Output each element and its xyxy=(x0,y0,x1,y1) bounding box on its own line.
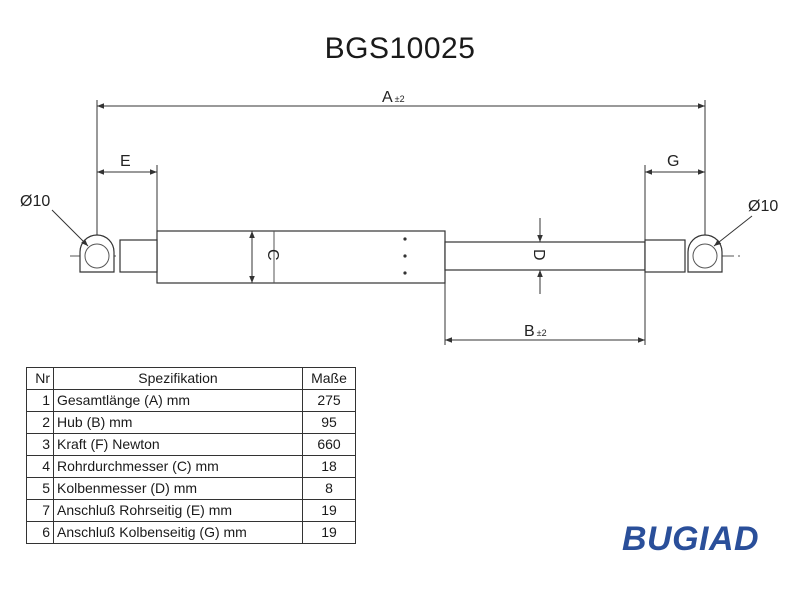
row-nr: 6 xyxy=(26,521,54,544)
tube-rivet xyxy=(403,254,407,258)
row-value: 19 xyxy=(302,521,356,544)
table-header-row: Nr Spezifikation Maße xyxy=(26,367,356,390)
row-nr: 5 xyxy=(26,477,54,500)
part-number-title: BGS10025 xyxy=(324,32,476,65)
left-ball-socket xyxy=(79,234,115,273)
dimension-label-a: A±2 xyxy=(382,89,405,106)
dimension-label-e: E xyxy=(120,153,131,170)
row-nr: 7 xyxy=(26,499,54,522)
table-row: 3 Kraft (F) Newton 660 xyxy=(26,433,356,456)
row-spec: Anschluß Kolbenseitig (G) mm xyxy=(53,521,303,544)
table-row: 1 Gesamtlänge (A) mm 275 xyxy=(26,389,356,412)
row-nr: 2 xyxy=(26,411,54,434)
dimension-label-g: G xyxy=(667,153,679,170)
header-spec: Spezifikation xyxy=(53,367,303,390)
cylinder-tube xyxy=(156,230,446,284)
right-ball-socket xyxy=(687,234,723,273)
bugiad-logo: BUGIAD xyxy=(622,520,760,558)
table-row: 4 Rohrdurchmesser (C) mm 18 xyxy=(26,455,356,478)
left-eye-leader xyxy=(51,209,89,247)
row-spec: Kolbenmesser (D) mm xyxy=(53,477,303,500)
right-eye-diameter-label: Ø10 xyxy=(748,198,778,215)
row-value: 660 xyxy=(302,433,356,456)
table-row: 2 Hub (B) mm 95 xyxy=(26,411,356,434)
row-spec: Rohrdurchmesser (C) mm xyxy=(53,455,303,478)
left-eye-diameter-label: Ø10 xyxy=(20,193,50,210)
tube-rivet xyxy=(403,271,407,275)
right-end-neck xyxy=(644,239,686,273)
row-value: 18 xyxy=(302,455,356,478)
row-value: 95 xyxy=(302,411,356,434)
row-value: 275 xyxy=(302,389,356,412)
left-ball-stud xyxy=(84,243,110,269)
right-ball-stud xyxy=(692,243,718,269)
dimension-label-d: D xyxy=(530,249,547,261)
dimension-label-c: C xyxy=(264,249,281,261)
row-value: 19 xyxy=(302,499,356,522)
row-spec: Gesamtlänge (A) mm xyxy=(53,389,303,412)
header-value: Maße xyxy=(302,367,356,390)
header-nr: Nr xyxy=(26,367,54,390)
specification-table: Nr Spezifikation Maße 1 Gesamtlänge (A) … xyxy=(26,367,356,544)
row-spec: Hub (B) mm xyxy=(53,411,303,434)
row-nr: 3 xyxy=(26,433,54,456)
row-spec: Kraft (F) Newton xyxy=(53,433,303,456)
row-value: 8 xyxy=(302,477,356,500)
row-spec: Anschluß Rohrseitig (E) mm xyxy=(53,499,303,522)
right-eye-leader xyxy=(713,215,753,247)
table-row: 7 Anschluß Rohrseitig (E) mm 19 xyxy=(26,499,356,522)
row-nr: 4 xyxy=(26,455,54,478)
dimension-label-b: B±2 xyxy=(524,323,547,340)
tube-rivet xyxy=(403,237,407,241)
table-row: 6 Anschluß Kolbenseitig (G) mm 19 xyxy=(26,521,356,544)
left-end-neck xyxy=(119,239,158,273)
row-nr: 1 xyxy=(26,389,54,412)
table-row: 5 Kolbenmesser (D) mm 8 xyxy=(26,477,356,500)
